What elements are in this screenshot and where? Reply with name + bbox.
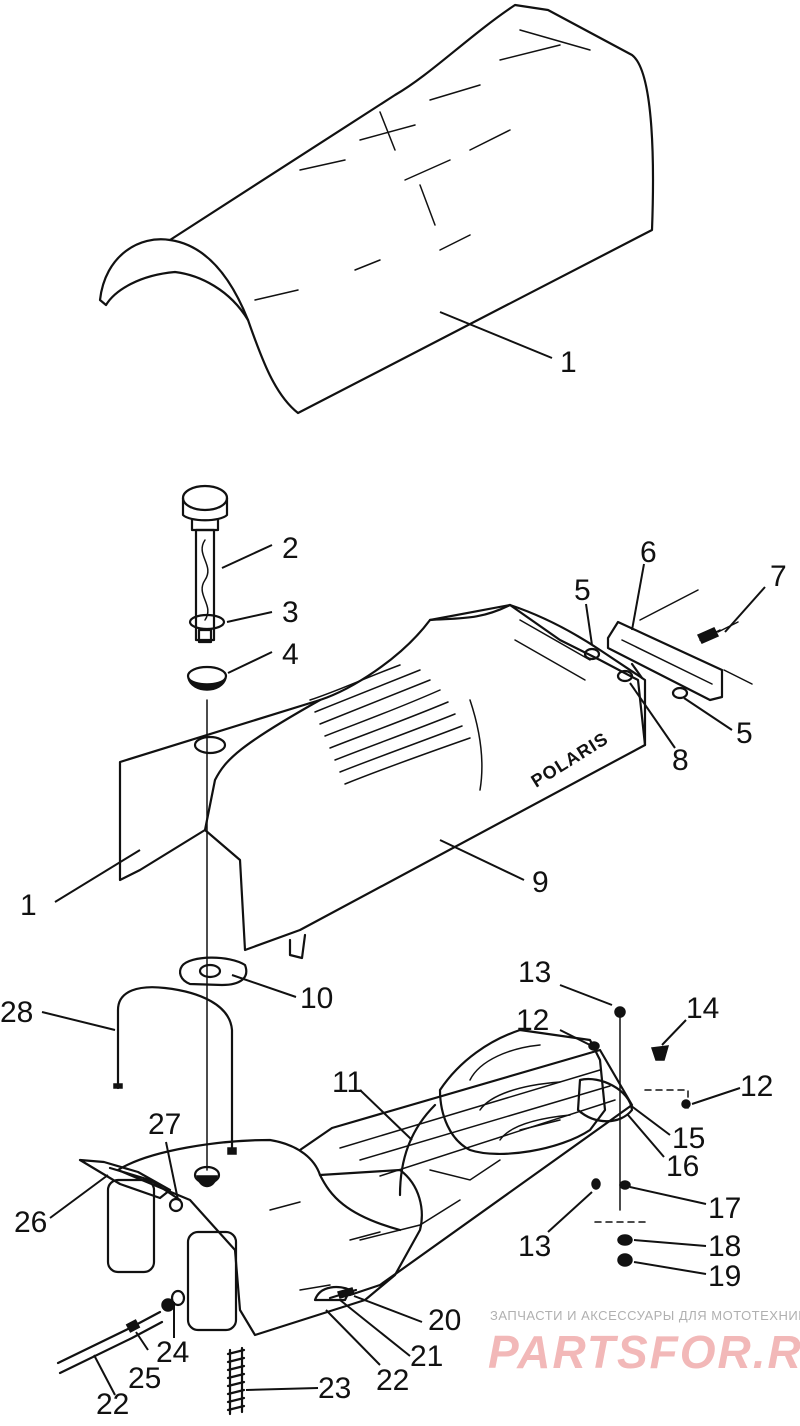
filler-neck-adapter	[186, 665, 228, 691]
callout-23: 23	[318, 1372, 351, 1405]
callout-5-upper: 5	[574, 574, 591, 607]
washer-18	[617, 1234, 633, 1246]
callout-16: 16	[666, 1150, 699, 1183]
callout-10: 10	[300, 982, 333, 1015]
tank-tray	[298, 1048, 634, 1297]
callout-12-right: 12	[740, 1070, 773, 1103]
oil-line	[398, 1103, 437, 1197]
callout-27: 27	[148, 1108, 181, 1141]
callout-6: 6	[640, 536, 657, 569]
callout-20: 20	[428, 1304, 461, 1337]
rear-trim-plate	[606, 589, 753, 702]
spring-23	[226, 1346, 246, 1416]
callout-19: 19	[708, 1260, 741, 1293]
nut-19	[617, 1253, 633, 1267]
callout-1-cover: 1	[20, 889, 37, 922]
watermark-caption: ЗАПЧАСТИ И АКСЕССУАРЫ ДЛЯ МОТОТЕХНИКИ	[490, 1308, 800, 1323]
rivet-8	[616, 662, 644, 683]
callout-15: 15	[672, 1122, 705, 1155]
watermark-logo: PARTSFOR.RU	[488, 1326, 800, 1378]
fuel-cap	[181, 484, 229, 644]
bolt-13-upper	[614, 1006, 626, 1211]
callout-21: 21	[410, 1340, 443, 1373]
callout-22-left: 22	[96, 1388, 129, 1421]
callout-26: 26	[14, 1206, 47, 1239]
fuel-tank	[78, 1138, 423, 1337]
bolt-13-lower	[591, 1178, 601, 1190]
callout-14: 14	[686, 992, 719, 1025]
callout-28: 28	[0, 996, 33, 1029]
callout-5-lower: 5	[736, 717, 753, 750]
callout-11: 11	[332, 1066, 363, 1099]
callout-3: 3	[282, 596, 299, 629]
callout-8: 8	[672, 744, 689, 777]
callout-17: 17	[708, 1192, 741, 1225]
clip-27	[168, 1197, 184, 1213]
callout-2: 2	[282, 532, 299, 565]
screw-7	[696, 621, 739, 644]
callout-13-lower: 13	[518, 1230, 551, 1263]
callout-1-seat: 1	[560, 346, 577, 379]
callout-22-right: 22	[376, 1364, 409, 1397]
callout-numbers: 1 2 3 4 5 6 7 5 8 1 9 10 13 12 14 28 11 …	[0, 346, 787, 1421]
leader-lines	[41, 311, 766, 1396]
callout-7: 7	[770, 560, 787, 593]
oil-reservoir	[438, 1028, 634, 1156]
tank-cover-brand-text: POLARIS	[528, 728, 612, 791]
washer-12-upper	[588, 1041, 600, 1051]
seat-cover-top	[98, 3, 655, 415]
tank-cover: POLARIS	[118, 603, 647, 960]
cap-gasket	[188, 613, 226, 631]
screw-14	[650, 1045, 670, 1061]
filler-gasket-plate	[179, 956, 248, 987]
washer-12-right	[681, 1099, 691, 1109]
callout-24: 24	[156, 1336, 189, 1369]
callout-9: 9	[532, 866, 549, 899]
bracket-dashed	[594, 1089, 689, 1223]
callout-18: 18	[708, 1230, 741, 1263]
fuel-line-fittings	[56, 1287, 358, 1375]
tank-strap	[108, 1166, 182, 1202]
nut-17	[619, 1180, 631, 1190]
fastener-5-lower	[671, 686, 689, 700]
callout-12-upper: 12	[516, 1004, 549, 1037]
callout-4: 4	[282, 638, 299, 671]
callout-25: 25	[128, 1362, 161, 1395]
callout-13-upper: 13	[518, 956, 551, 989]
fastener-5-upper	[583, 647, 601, 661]
vent-hose	[113, 986, 237, 1155]
watermark: ЗАПЧАСТИ И АКСЕССУАРЫ ДЛЯ МОТОТЕХНИКИ PA…	[488, 1308, 800, 1378]
